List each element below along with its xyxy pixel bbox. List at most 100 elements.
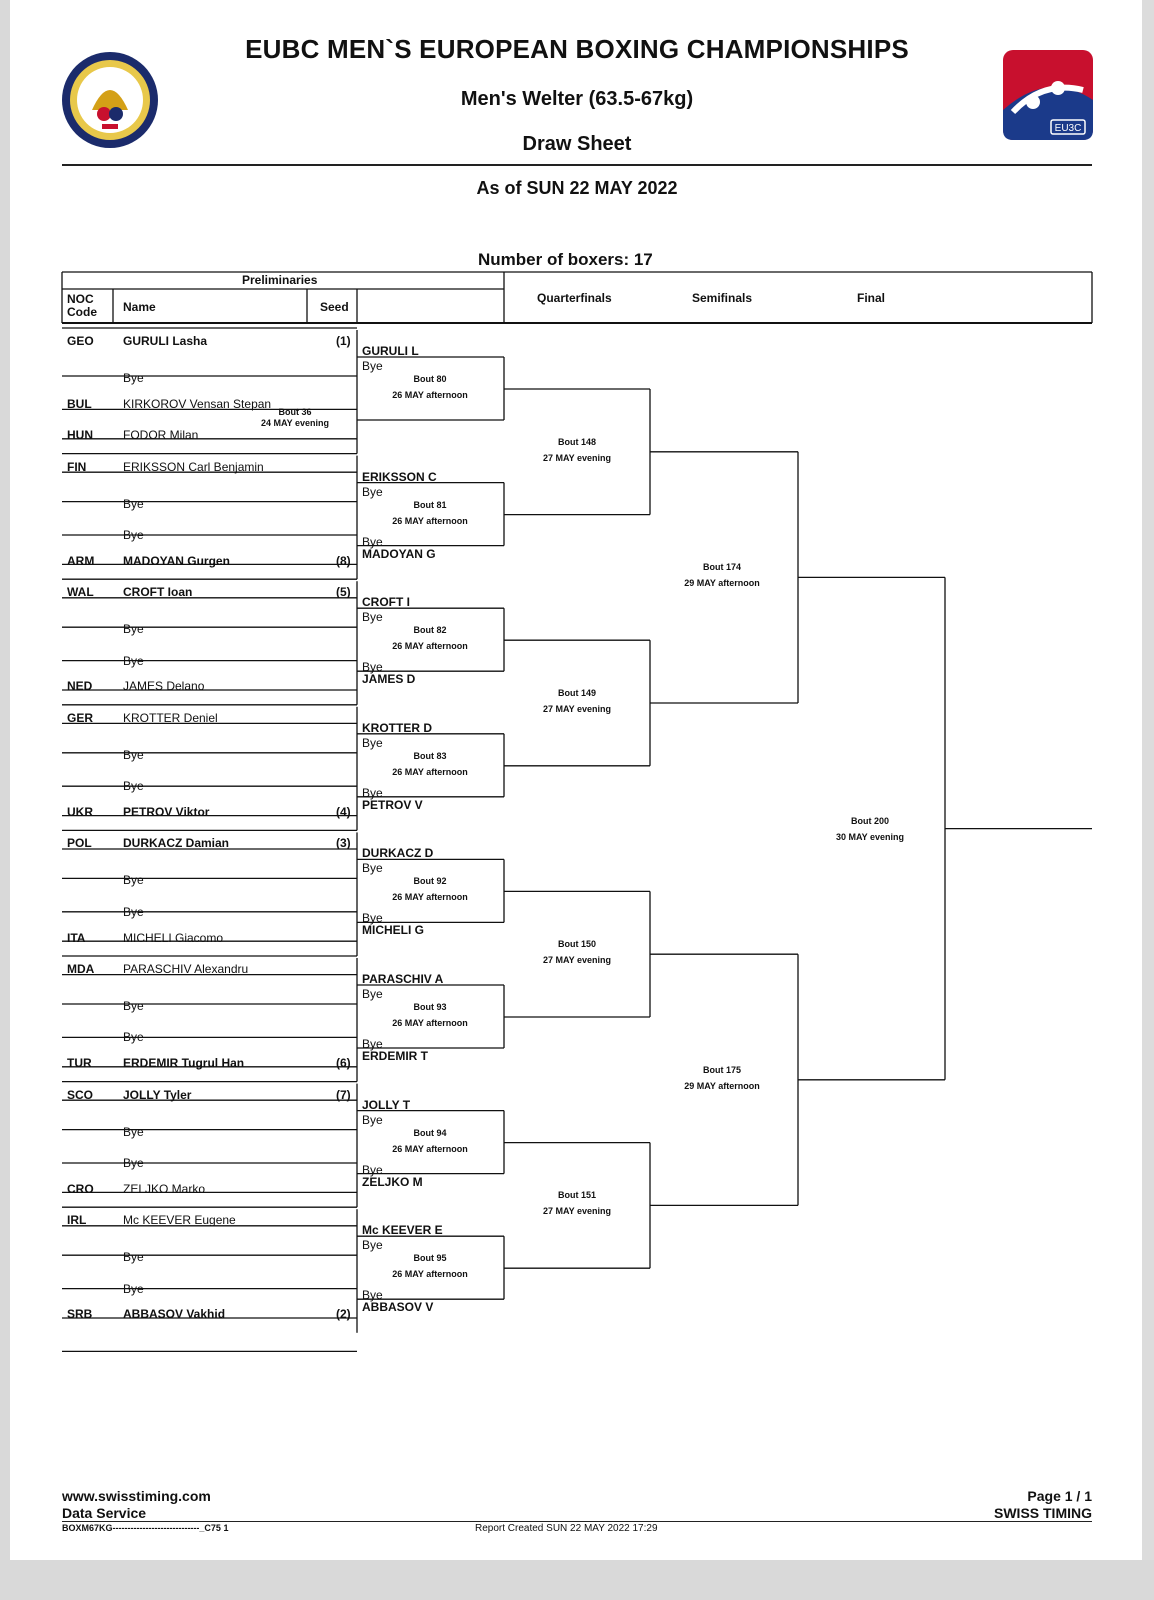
entry-name: DURKACZ Damian <box>123 836 230 851</box>
footer-data-service: Data Service <box>62 1505 147 1521</box>
entry-noc: MDA <box>67 962 95 976</box>
round1-winner-bottom: ERDEMIR T <box>362 1049 428 1063</box>
round1-winner-bottom: JAMES D <box>362 672 416 687</box>
entry-name: Bye <box>123 622 144 637</box>
document-type: Draw Sheet <box>522 133 632 155</box>
round1-winner-bottom: MICHELI G <box>362 923 424 938</box>
round1-sub-top: Bye <box>362 861 383 876</box>
entry-noc: TUR <box>67 1056 92 1071</box>
eubc-logo-icon: EU3C <box>1003 50 1093 140</box>
round1-bout-number: Bout 93 <box>413 1002 447 1012</box>
semifinals-header: Semifinals <box>692 291 753 305</box>
entry-name: FODOR Milan <box>123 428 199 443</box>
footer-website: www.swisstiming.com <box>62 1488 211 1504</box>
document-page <box>10 0 1142 1560</box>
round1-bout-time: 26 MAY afternoon <box>392 515 468 526</box>
round1-sub-top: Bye <box>362 610 383 625</box>
entry-seed: (2) <box>336 1307 351 1322</box>
seed-header: Seed <box>320 300 349 314</box>
name-header: Name <box>123 300 156 314</box>
entry-name: CROFT Ioan <box>123 585 193 600</box>
round1-bout-time: 26 MAY afternoon <box>392 766 468 777</box>
entry-name: Bye <box>123 528 144 542</box>
round1-sub-bottom: Bye <box>362 911 383 926</box>
round1-winner-top: PARASCHIV A <box>362 972 444 986</box>
footer-code: BOXM67KG-----------------------------_C7… <box>62 1523 229 1533</box>
round1-winner-top: ERIKSSON C <box>362 469 437 484</box>
qf-bout-time: 27 MAY evening <box>542 1206 612 1217</box>
round1-winner-bottom: MADOYAN G <box>362 546 436 561</box>
round1-sub-top: Bye <box>362 359 383 373</box>
entry-name: MADOYAN Gurgen <box>123 553 230 568</box>
sf-bout-time: 29 MAY afternoon <box>684 1080 760 1091</box>
qf-bout-number: Bout 148 <box>557 436 596 447</box>
entry-name: ERDEMIR Tugrul Han <box>123 1056 245 1071</box>
round1-sub-bottom: Bye <box>362 1288 383 1303</box>
entry-name: Bye <box>123 653 144 668</box>
round1-sub-bottom: Bye <box>362 534 383 549</box>
round1-bout-number: Bout 94 <box>413 1127 447 1138</box>
entry-name: Bye <box>123 747 144 762</box>
entry-name: Bye <box>123 999 144 1013</box>
qf-bout-number: Bout 150 <box>557 939 596 950</box>
championship-emblem-icon <box>62 52 158 148</box>
round1-winner-top: Mc KEEVER E <box>362 1223 443 1238</box>
entry-noc: WAL <box>67 585 94 600</box>
round1-winner-bottom: ZELJKO M <box>362 1174 423 1189</box>
entry-noc: POL <box>67 836 92 851</box>
footer-page-number: Page 1 / 1 <box>1027 1488 1092 1504</box>
round1-winner-top: DURKACZ D <box>362 846 434 861</box>
entry-name: Bye <box>123 1124 144 1139</box>
round1-sub-top: Bye <box>362 987 383 1001</box>
round1-bout-time: 26 MAY afternoon <box>392 641 468 652</box>
entry-name: KIRKOROV Vensan Stepan <box>123 396 272 411</box>
noc-code-header: NOC Code <box>67 292 97 319</box>
qf-bout-number: Bout 149 <box>557 688 596 698</box>
entry-name: Bye <box>123 779 144 794</box>
boxers-count: Number of boxers: 17 <box>478 250 653 269</box>
entry-name: Bye <box>123 371 144 385</box>
round1-winner-top: GURULI L <box>362 344 419 358</box>
qf-bout-time: 27 MAY evening <box>542 452 612 463</box>
svg-text:EU3C: EU3C <box>1055 123 1082 134</box>
round1-sub-bottom: Bye <box>362 660 383 675</box>
round1-bout-time: 26 MAY afternoon <box>392 892 468 903</box>
entry-noc: BUL <box>67 396 92 411</box>
entry-noc: CRO <box>67 1181 94 1196</box>
entry-name: PARASCHIV Alexandru <box>123 962 249 976</box>
entry-name: Bye <box>123 496 144 511</box>
entry-name: JOLLY Tyler <box>123 1087 192 1102</box>
footer-report-created: Report Created SUN 22 MAY 2022 17:29 <box>475 1523 658 1534</box>
round1-sub-top: Bye <box>362 735 383 750</box>
round1-winner-top: KROTTER D <box>362 720 432 735</box>
entry-noc: ARM <box>67 553 95 568</box>
entry-name: ZELJKO Marko <box>123 1181 206 1196</box>
entry-name: GURULI Lasha <box>123 334 208 348</box>
round1-bout-time: 26 MAY afternoon <box>392 390 468 400</box>
preliminaries-header: Preliminaries <box>242 273 318 287</box>
round1-sub-top: Bye <box>362 1238 383 1253</box>
qf-bout-number: Bout 151 <box>557 1190 596 1201</box>
qf-bout-time: 27 MAY evening <box>542 704 612 714</box>
round1-bout-time: 26 MAY afternoon <box>392 1018 468 1028</box>
round1-sub-bottom: Bye <box>362 785 383 800</box>
sf-bout-number: Bout 175 <box>702 1064 741 1075</box>
entry-seed: (8) <box>336 553 351 568</box>
entry-noc: UKR <box>67 805 93 819</box>
entry-name: ERIKSSON Carl Benjamin <box>123 459 264 474</box>
round1-bout-number: Bout 95 <box>413 1253 447 1264</box>
round1-winner-bottom: ABBASOV V <box>362 1300 434 1315</box>
footer-company: SWISS TIMING <box>994 1505 1092 1521</box>
entry-name: PETROV Viktor <box>123 805 210 819</box>
sf-bout-time: 29 MAY afternoon <box>684 578 760 589</box>
entry-seed: (4) <box>336 805 351 819</box>
document-title: EUBC MEN`S EUROPEAN BOXING CHAMPIONSHIPS <box>245 34 909 64</box>
round1-bout-number: Bout 80 <box>413 374 447 384</box>
round1-bout-number: Bout 82 <box>413 625 447 636</box>
entry-seed: (1) <box>336 334 351 348</box>
entry-name: Bye <box>123 1030 144 1045</box>
quarterfinals-header: Quarterfinals <box>537 291 612 305</box>
round1-sub-top: Bye <box>362 484 383 499</box>
entry-name: Bye <box>123 1281 144 1296</box>
entry-seed: (7) <box>336 1087 351 1102</box>
